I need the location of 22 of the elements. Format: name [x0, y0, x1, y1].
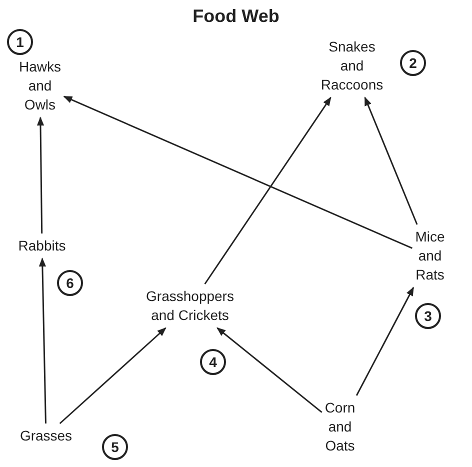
organism-label: Snakes and Raccoons	[320, 38, 384, 94]
arrow	[63, 96, 413, 249]
arrow	[364, 96, 418, 225]
diagram-title: Food Web	[192, 6, 280, 27]
organism-label: Mice and Rats	[415, 228, 445, 284]
circled-number: 4	[200, 349, 226, 375]
arrow	[204, 96, 332, 284]
circled-number: 6	[57, 270, 83, 296]
organism-label: Corn and Oats	[324, 398, 356, 456]
circled-number: 2	[400, 50, 426, 76]
organism-label: Grasses	[20, 426, 72, 446]
arrow	[36, 116, 44, 234]
circled-number: 1	[7, 29, 33, 55]
organism-label: Hawks and Owls	[19, 58, 61, 114]
circled-number: 5	[102, 434, 128, 460]
circled-number: 3	[415, 303, 441, 329]
arrow	[38, 258, 46, 424]
organism-label: Grasshoppers and Crickets	[146, 287, 234, 325]
arrow	[59, 327, 166, 424]
arrow	[216, 327, 322, 413]
arrow	[356, 286, 414, 396]
organism-label: Rabbits	[18, 236, 66, 256]
